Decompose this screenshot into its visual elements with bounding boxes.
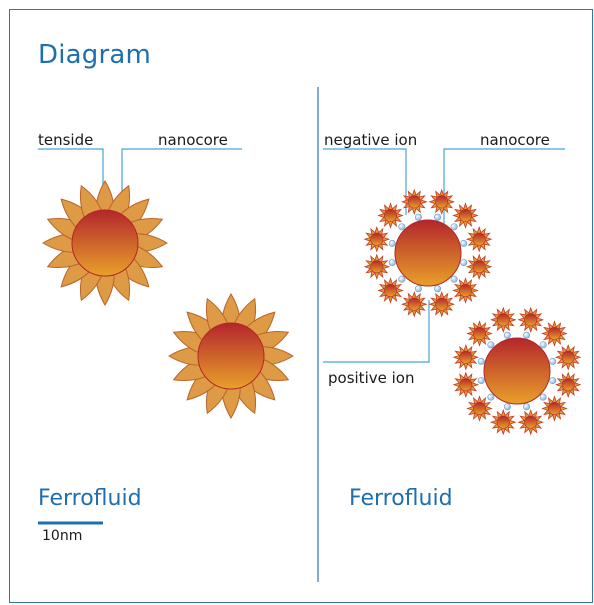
ionic-particle — [365, 190, 491, 316]
negative-ion-core — [497, 314, 509, 326]
nanocore — [484, 338, 550, 404]
positive-ion — [451, 224, 457, 230]
nanocore-label-left: nanocore — [158, 132, 228, 148]
negative-ion-core — [460, 379, 472, 391]
negative-ion-leader-line — [323, 149, 406, 215]
negative-ion-core — [459, 284, 471, 296]
negative-ion-core — [473, 327, 485, 339]
ionic-particle — [454, 308, 580, 434]
negative-ion-core — [473, 402, 485, 414]
positive-ion — [488, 342, 494, 348]
nanocore-label-right: nanocore — [480, 132, 550, 148]
scale-label: 10nm — [42, 528, 82, 544]
negative-ion-label: negative ion — [324, 132, 417, 148]
negative-ion-core — [408, 298, 420, 310]
negative-ion-core — [371, 261, 383, 273]
negative-ion-core — [436, 298, 448, 310]
negative-ion-core — [473, 233, 485, 245]
positive-ion — [434, 214, 440, 220]
positive-ion — [399, 224, 405, 230]
positive-ion — [488, 394, 494, 400]
positive-ion — [415, 286, 421, 292]
negative-ion-core — [384, 284, 396, 296]
positive-ion — [540, 342, 546, 348]
negative-ion-core — [384, 209, 396, 221]
negative-ion-core — [525, 314, 537, 326]
nanocore-leader-line-right — [444, 149, 565, 240]
negative-ion-core — [371, 233, 383, 245]
negative-ion-core — [548, 327, 560, 339]
tenside-particle — [169, 294, 293, 418]
negative-ion-core — [459, 209, 471, 221]
positive-ion — [399, 276, 405, 282]
negative-ion-core — [562, 379, 574, 391]
positive-ion — [550, 358, 556, 364]
positive-ion-label: positive ion — [328, 370, 414, 386]
nanocore — [72, 210, 138, 276]
positive-ion — [523, 332, 529, 338]
positive-ion — [461, 259, 467, 265]
positive-ion — [478, 377, 484, 383]
negative-ion-core — [460, 351, 472, 363]
tenside-particle — [43, 181, 167, 305]
positive-ion — [434, 286, 440, 292]
positive-ion — [504, 404, 510, 410]
positive-ion — [550, 377, 556, 383]
positive-ion — [523, 404, 529, 410]
tenside-leader-line — [38, 149, 103, 201]
positive-ion — [451, 276, 457, 282]
nanocore — [198, 323, 264, 389]
nanocore — [395, 220, 461, 286]
positive-ion — [389, 240, 395, 246]
negative-ion-core — [562, 351, 574, 363]
negative-ion-core — [525, 416, 537, 428]
positive-ion — [540, 394, 546, 400]
positive-ion — [415, 214, 421, 220]
positive-ion — [389, 259, 395, 265]
positive-ion — [504, 332, 510, 338]
tenside-label: tenside — [38, 132, 93, 148]
negative-ion-core — [436, 196, 448, 208]
negative-ion-core — [497, 416, 509, 428]
positive-ion — [478, 358, 484, 364]
ferrofluid-caption-right: Ferrofluid — [349, 486, 453, 511]
ferrofluid-caption-left: Ferrofluid — [38, 486, 142, 511]
negative-ion-core — [408, 196, 420, 208]
negative-ion-core — [473, 261, 485, 273]
positive-ion — [461, 240, 467, 246]
negative-ion-core — [548, 402, 560, 414]
